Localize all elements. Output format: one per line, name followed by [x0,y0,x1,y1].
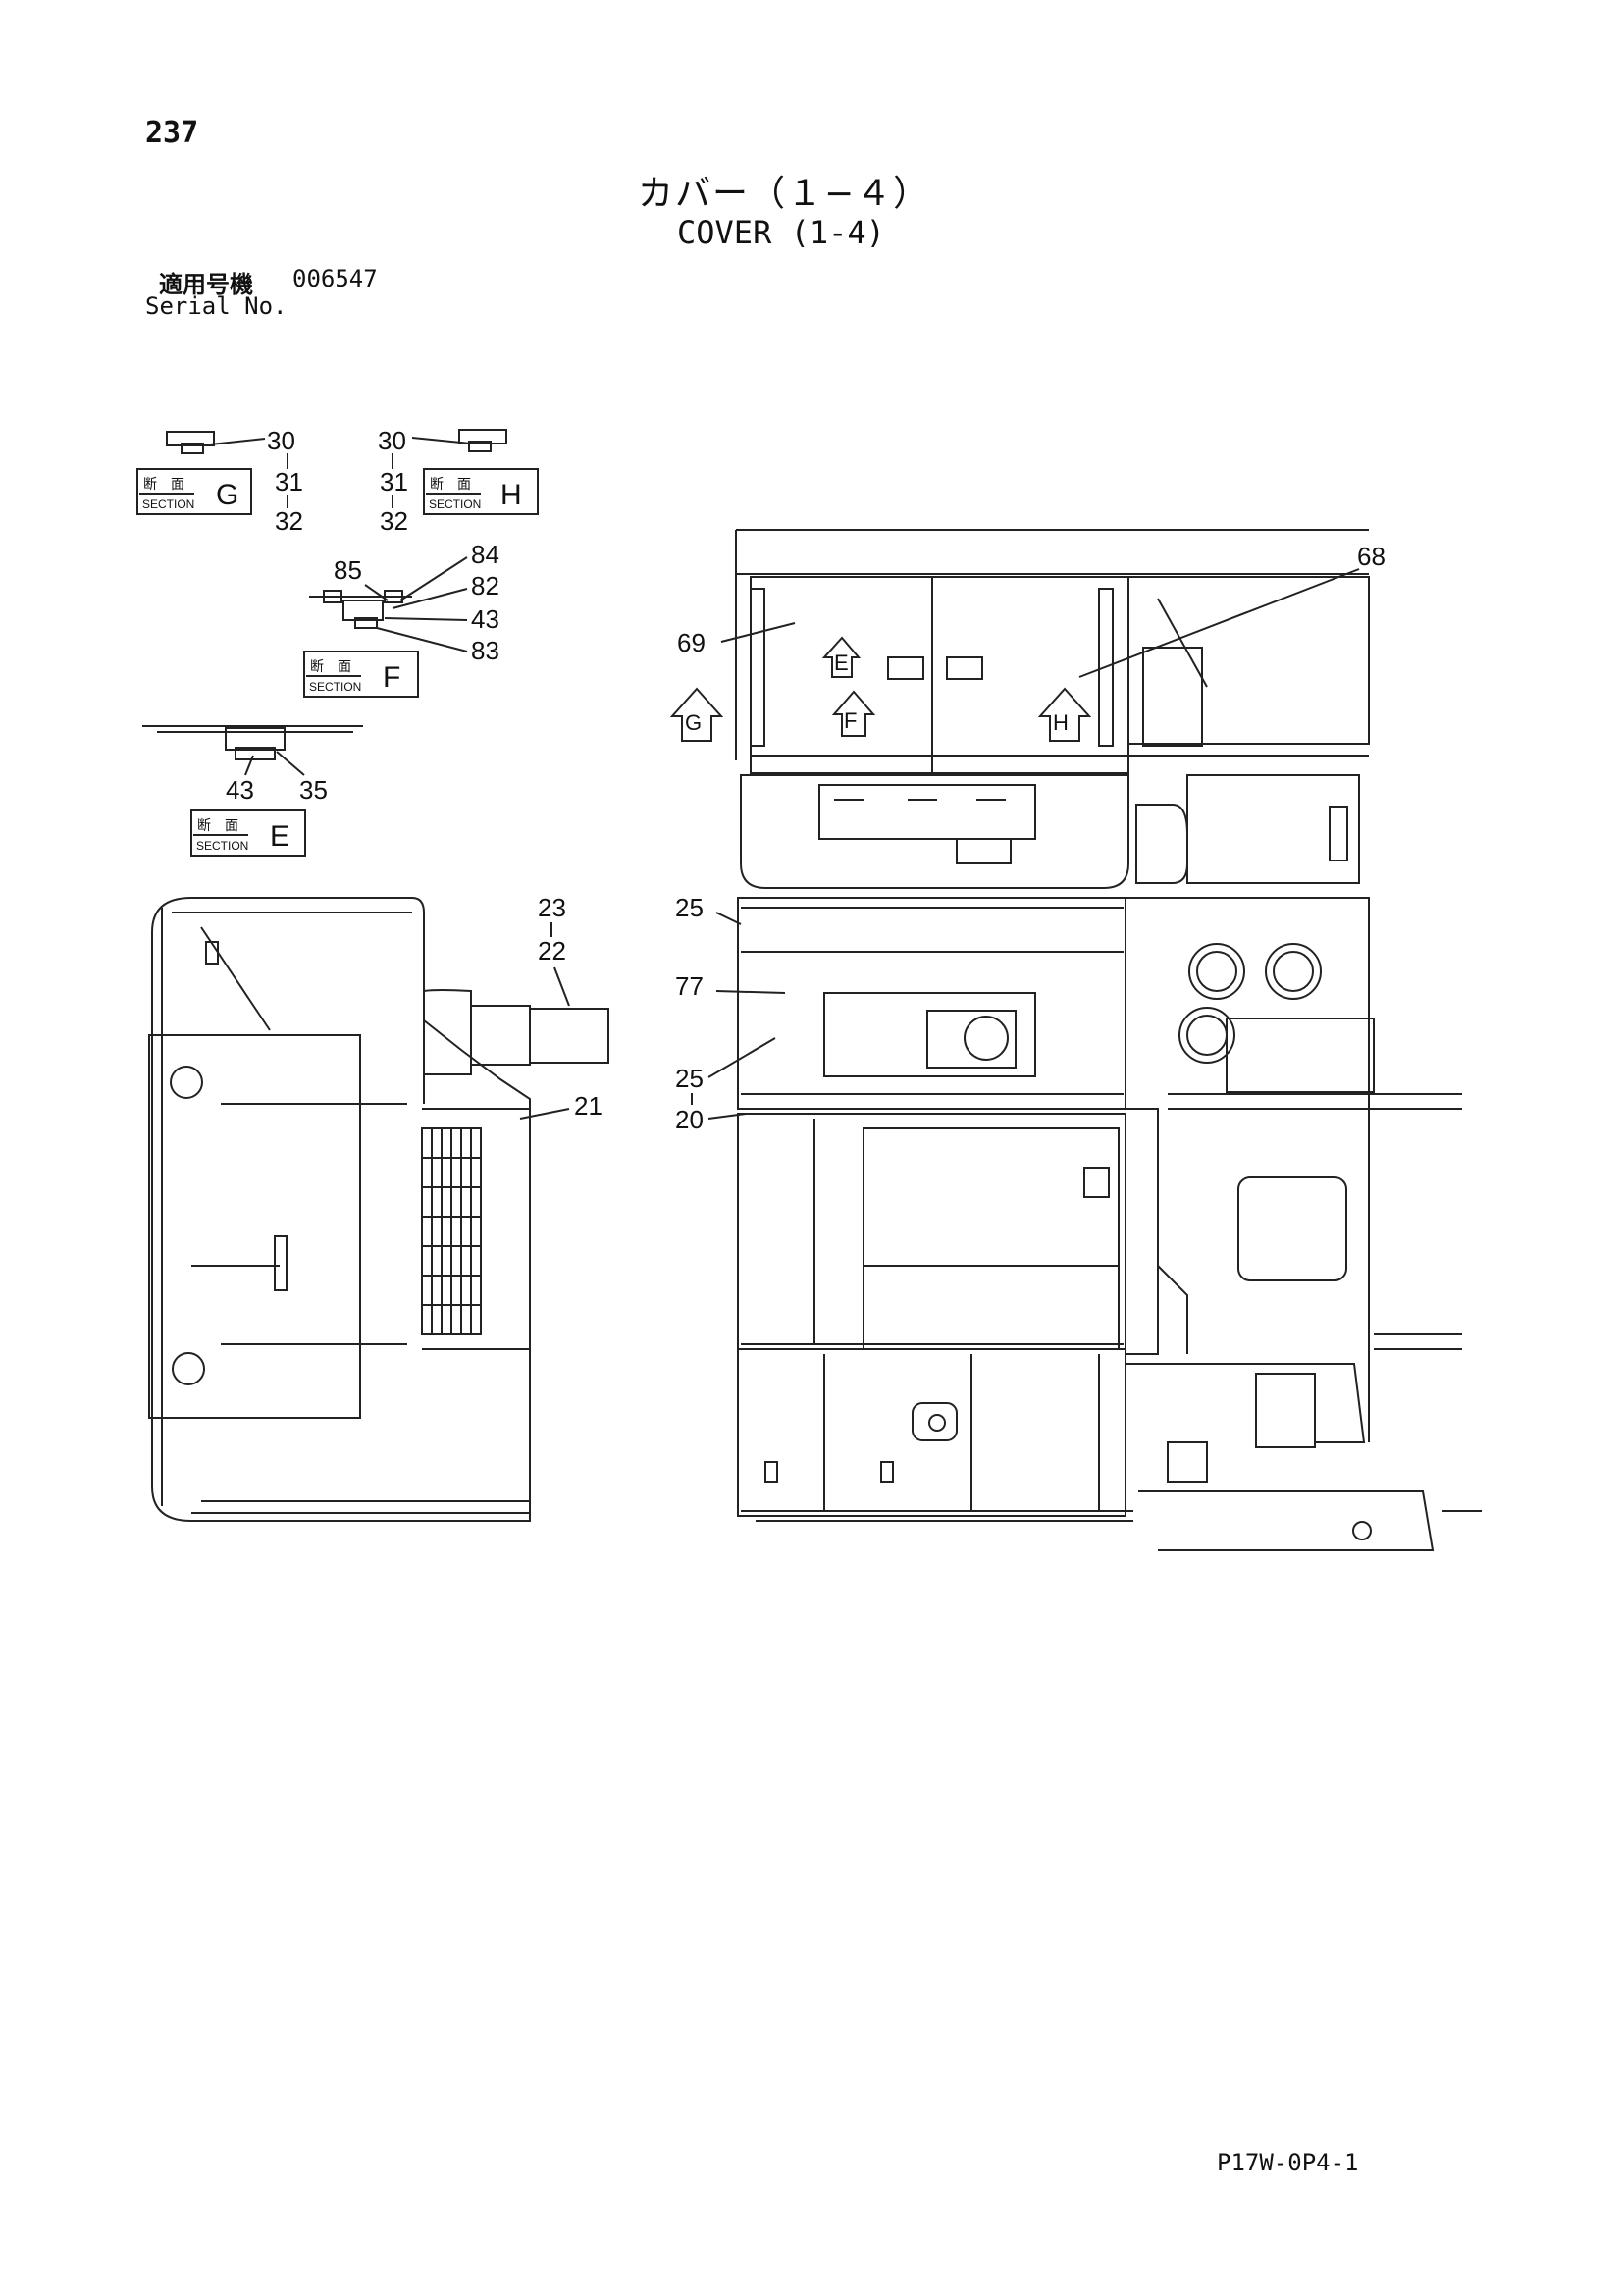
view-arrow-g: G [669,687,724,742]
view-arrow-h: H [1037,687,1092,742]
section-jp-label: 断 面 [197,818,238,834]
section-box-g [136,468,252,515]
view-arrow-e: E [821,636,862,678]
part-label-32: 32 [275,506,303,536]
right-top-view [735,529,1370,889]
title-japanese: カバー（１−４） [638,174,931,214]
part-label-43: 43 [226,775,254,805]
part-label-31: 31 [275,467,303,496]
part-label-21: 21 [574,1091,602,1121]
part-label-30: 30 [267,426,295,455]
left-side-view [148,897,609,1522]
section-jp-label: 断 面 [430,477,471,493]
part-label-77: 77 [675,971,704,1001]
section-jp-label: 断 面 [143,477,184,493]
section-jp-label: 断 面 [310,659,351,675]
section-en-label: SECTION [196,839,248,853]
part-label-43: 43 [471,604,499,634]
section-letter-f: F [383,661,400,694]
section-e-detail: 43 35 断 面 SECTION E [142,725,363,857]
part-label-30: 30 [378,426,406,455]
serial-label-english: Serial No. [145,292,288,320]
svg-text:H: H [1053,710,1069,735]
svg-text:F: F [844,708,857,733]
section-letter-g: G [216,479,238,511]
serial-label-japanese: 適用号機 [159,271,253,298]
section-g-detail: 30 31 32 断 面 SECTION G [136,426,303,536]
right-lower-view [737,897,1482,1551]
part-label-22: 22 [538,936,566,965]
part-label-31: 31 [380,467,408,496]
section-en-label: SECTION [429,497,481,511]
drawing-code: P17W-0P4-1 [1217,2149,1359,2176]
section-letter-e: E [270,820,289,853]
part-label-20: 20 [675,1105,704,1134]
page-number: 237 [145,116,199,150]
part-label-32: 32 [380,506,408,536]
part-label-68: 68 [1357,542,1386,571]
serial-number: 006547 [292,265,378,292]
section-box-e [190,809,306,857]
title-english: COVER (1-4) [677,214,885,251]
section-box-f [303,651,419,698]
part-label-85: 85 [334,555,362,585]
part-label-82: 82 [471,571,499,600]
svg-text:G: G [685,710,702,735]
section-letter-h: H [500,479,522,511]
section-h-detail: 30 31 32 断 面 SECTION H [378,426,539,536]
view-arrow-f: F [831,690,876,737]
section-en-label: SECTION [142,497,194,511]
section-f-detail: 85 84 82 43 83 断 面 SECTION F [303,540,499,698]
window-panel [1237,1176,1347,1281]
part-label-69: 69 [677,628,706,657]
section-box-h [423,468,539,515]
part-label-84: 84 [471,540,499,569]
section-en-label: SECTION [309,680,361,694]
part-label-25: 25 [675,893,704,922]
svg-text:E: E [834,651,849,675]
part-label-23: 23 [538,893,566,922]
part-label-83: 83 [471,636,499,665]
part-label-35: 35 [299,775,328,805]
part-label-25: 25 [675,1064,704,1093]
